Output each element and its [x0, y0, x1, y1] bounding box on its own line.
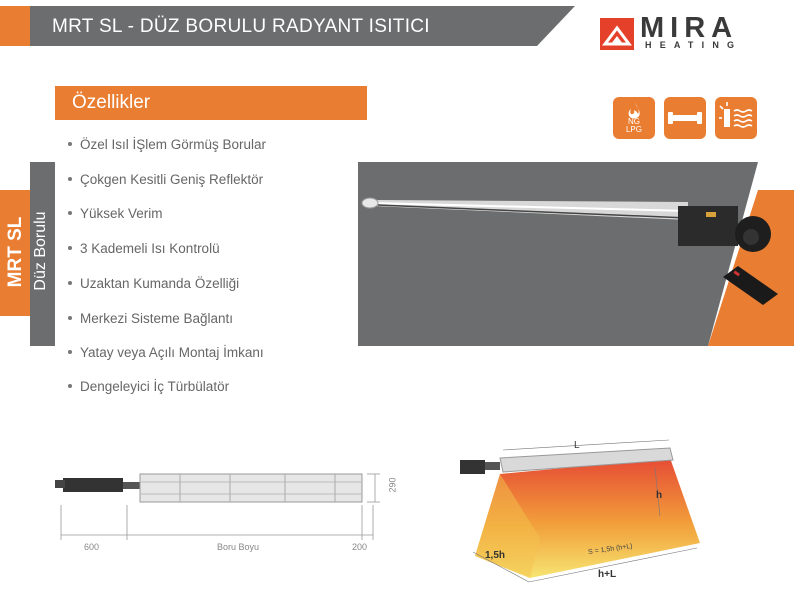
brand-name: MIRA — [640, 12, 739, 44]
feature-item: Çokgen Kesitli Geniş Reflektör — [68, 172, 263, 187]
coverage-length: L — [574, 440, 580, 451]
fuel-type-badge — [613, 97, 655, 139]
tube-icon — [668, 112, 702, 124]
features-list-box — [55, 120, 358, 400]
side-label-gray — [30, 162, 55, 346]
fuel-ng-label: NG — [628, 117, 640, 126]
feature-item: Özel Isıl İŞlem Görmüş Borular — [68, 137, 266, 152]
heater-product-image — [361, 197, 771, 252]
feature-item: Yüksek Verim — [68, 206, 163, 221]
side-product-subtitle: Düz Borulu — [32, 211, 49, 291]
dimension-drawing — [55, 460, 385, 560]
header-accent-tab — [0, 6, 30, 46]
brand-logo — [600, 14, 765, 54]
feature-item: 3 Kademeli Isı Kontrolü — [68, 241, 220, 256]
dimension-left: 600 — [84, 542, 100, 552]
heat-coverage-diagram — [445, 438, 700, 588]
side-label-orange — [0, 190, 30, 316]
features-heading-bar — [55, 86, 367, 120]
feature-item: Dengeleyici İç Türbülatör — [68, 379, 229, 394]
feature-item: Yatay veya Açılı Montaj İmkanı — [68, 345, 264, 360]
radiant-heat-badge — [715, 97, 757, 139]
side-product-code: MRT SL — [5, 216, 26, 288]
product-image-panel — [358, 162, 794, 346]
feature-item: Merkezi Sisteme Bağlantı — [68, 311, 233, 326]
mira-logo-icon — [600, 18, 634, 50]
fuel-lpg-label: LPG — [625, 125, 642, 134]
header-bar — [0, 6, 575, 46]
flame-icon — [628, 102, 640, 119]
straight-tube-badge — [664, 97, 706, 139]
dimension-middle: Boru Boyu — [217, 542, 260, 552]
coverage-depth: 1,5h — [485, 550, 506, 561]
page-title: MRT SL - DÜZ BORULU RADYANT ISITICI — [52, 16, 430, 37]
features-heading: Özellikler — [72, 92, 151, 113]
radiant-heat-icon — [719, 102, 753, 128]
dimension-height: 290 — [387, 477, 398, 493]
dimension-right: 200 — [352, 542, 368, 552]
coverage-width: h+L — [598, 569, 617, 580]
feature-item: Uzaktan Kumanda Özelliği — [68, 276, 239, 291]
brand-tagline: HEATING — [645, 40, 743, 50]
coverage-height: h — [656, 490, 663, 501]
remote-control-image — [723, 266, 778, 305]
